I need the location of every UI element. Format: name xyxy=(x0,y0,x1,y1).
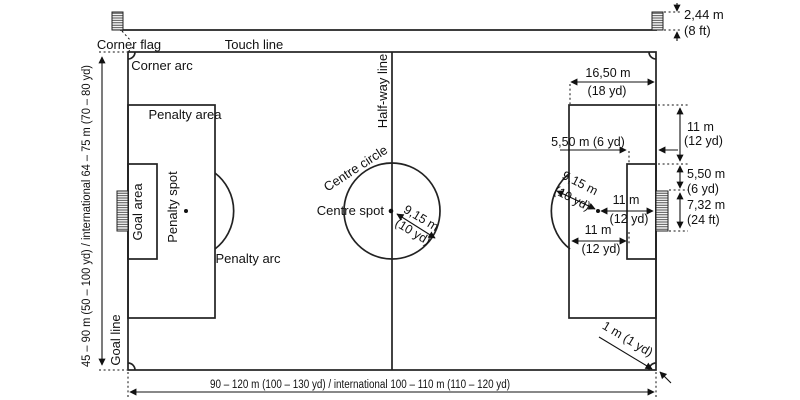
penalty-area-depth-metric: 16,50 m xyxy=(585,66,630,80)
goal-area-label: Goal area xyxy=(130,183,145,241)
ga-extension-imperial: (6 yd) xyxy=(687,182,719,196)
touch-line-label: Touch line xyxy=(225,37,284,52)
dim-penalty-front-gap: 11 m (12 yd) xyxy=(571,223,630,256)
goal-right-icon xyxy=(655,190,669,232)
dim-arrow-centre-radius xyxy=(396,213,436,239)
goal-area-depth-label: 5,50 m (6 yd) xyxy=(551,135,625,149)
penalty-spot-distance-imperial: (12 yd) xyxy=(610,212,649,226)
pa-to-ga-metric: 11 m xyxy=(687,120,714,134)
pitch xyxy=(116,51,669,371)
penalty-arc-left xyxy=(214,172,235,250)
penalty-arc-label: Penalty arc xyxy=(215,251,281,266)
dim-right-column: 11 m (12 yd) 5,50 m (6 yd) 7,32 m (24 ft… xyxy=(658,104,725,232)
pitch-width-label: 45 – 90 m (50 – 100 yd) / international … xyxy=(81,65,93,367)
corner-arc-top-right xyxy=(648,51,657,60)
goal-width-metric: 7,32 m xyxy=(687,198,725,212)
corner-arc-top-left xyxy=(127,51,136,60)
pa-to-ga-imperial: (12 yd) xyxy=(684,134,723,148)
penalty-spot-distance-metric: 11 m xyxy=(613,193,640,207)
top-elevation: 2,44 m (8 ft) xyxy=(111,3,724,42)
pitch-length-label: 90 – 120 m (100 – 130 yd) / internationa… xyxy=(210,379,510,391)
dim-penalty-area-depth: 16,50 m (18 yd) xyxy=(569,66,655,104)
dim-arrow-penalty-arc-radius xyxy=(556,190,596,210)
goal-line-label: Goal line xyxy=(108,314,123,365)
centre-spot-label: Centre spot xyxy=(317,203,385,218)
half-way-line-label: Half-way line xyxy=(375,54,390,128)
penalty-arc-right xyxy=(550,172,571,250)
dim-pitch-length: 90 – 120 m (100 – 130 yd) / internationa… xyxy=(127,372,657,397)
penalty-area-depth-imperial: (18 yd) xyxy=(588,84,627,98)
dim-arrow-corner-radius xyxy=(598,336,653,370)
corner-arc-bottom-left xyxy=(127,362,136,371)
goal-height-metric: 2,44 m xyxy=(684,7,724,22)
penalty-spot-label: Penalty spot xyxy=(165,171,180,243)
goal-height-imperial: (8 ft) xyxy=(684,23,711,38)
centre-circle xyxy=(343,162,441,260)
dim-goal-area-depth: 5,50 m (6 yd) xyxy=(551,135,678,163)
penalty-spot-right-dot xyxy=(596,209,600,213)
dim-penalty-spot-distance: 11 m (12 yd) xyxy=(600,193,654,226)
corner-flag-post-left-icon xyxy=(111,11,124,31)
penalty-front-gap-metric: 11 m xyxy=(585,223,612,237)
corner-flag-label: Corner flag xyxy=(97,37,161,52)
corner-flag-post-right-icon xyxy=(651,11,664,31)
goal-width-imperial: (24 ft) xyxy=(687,213,720,227)
ga-extension-metric: 5,50 m xyxy=(687,167,725,181)
centre-spot-dot xyxy=(388,208,394,214)
penalty-spot-left-dot xyxy=(184,209,188,213)
dim-pitch-width: 45 – 90 m (50 – 100 yd) / international … xyxy=(81,51,127,371)
penalty-front-gap-imperial: (12 yd) xyxy=(582,242,621,256)
goal-left-icon xyxy=(116,190,129,232)
penalty-area-label: Penalty area xyxy=(149,107,223,122)
dim-arrow-corner-radius-opposing xyxy=(659,371,672,384)
corner-arc-label: Corner arc xyxy=(131,58,193,73)
